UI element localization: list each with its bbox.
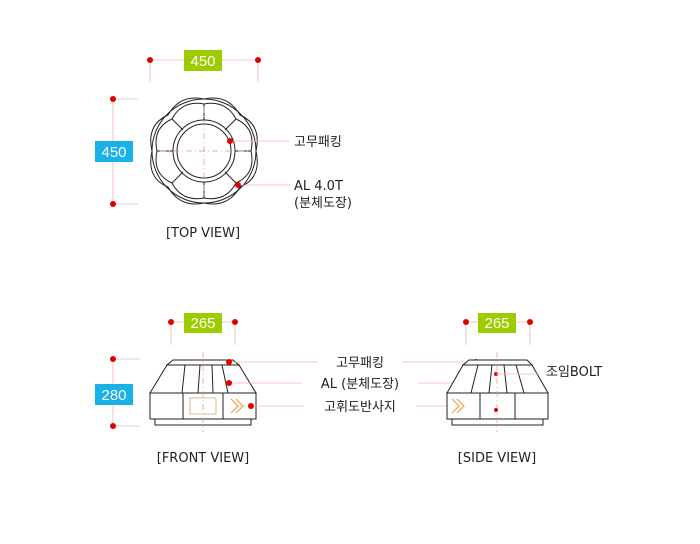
front-height-dimension: 280: [95, 356, 140, 429]
callout-material: AL (분체도장): [321, 377, 399, 392]
side-view-caption: [SIDE VIEW]: [458, 451, 536, 466]
top-view: 450 450: [95, 50, 352, 241]
callout-packing: 고무패킹: [336, 356, 384, 371]
callout-reflector: 고휘도반사지: [324, 400, 396, 415]
top-width-dimension: 450: [147, 50, 261, 82]
top-callouts: 고무패킹 AL 4.0T (분체도장): [227, 135, 352, 211]
top-label-material: AL 4.0T: [294, 179, 343, 194]
side-view-body: [446, 352, 549, 432]
front-width-dimension: 265: [168, 313, 238, 345]
top-height-value: 450: [101, 144, 126, 161]
front-view-caption: [FRONT VIEW]: [157, 451, 249, 466]
side-bolt-callout: 조임BOLT: [496, 365, 602, 380]
side-label-bolt: 조임BOLT: [546, 365, 602, 380]
side-width-value: 265: [484, 315, 509, 332]
front-view-body: [149, 352, 257, 432]
shared-callouts: 고무패킹 AL (분체도장) 고휘도반사지: [226, 356, 479, 415]
top-label-packing: 고무패킹: [294, 135, 342, 150]
top-width-value: 450: [190, 53, 215, 70]
side-width-dimension: 265: [463, 313, 533, 345]
side-view: 265 조임BOLT [SIDE VIEW]: [446, 313, 602, 466]
top-view-caption: [TOP VIEW]: [166, 226, 240, 241]
top-height-dimension: 450: [95, 96, 138, 207]
top-view-body: [150, 97, 258, 205]
front-height-value: 280: [101, 387, 126, 404]
front-view: 265 280 [FRONT VIEW]: [95, 313, 257, 466]
front-width-value: 265: [190, 315, 215, 332]
top-label-coating: (분체도장): [294, 196, 352, 211]
